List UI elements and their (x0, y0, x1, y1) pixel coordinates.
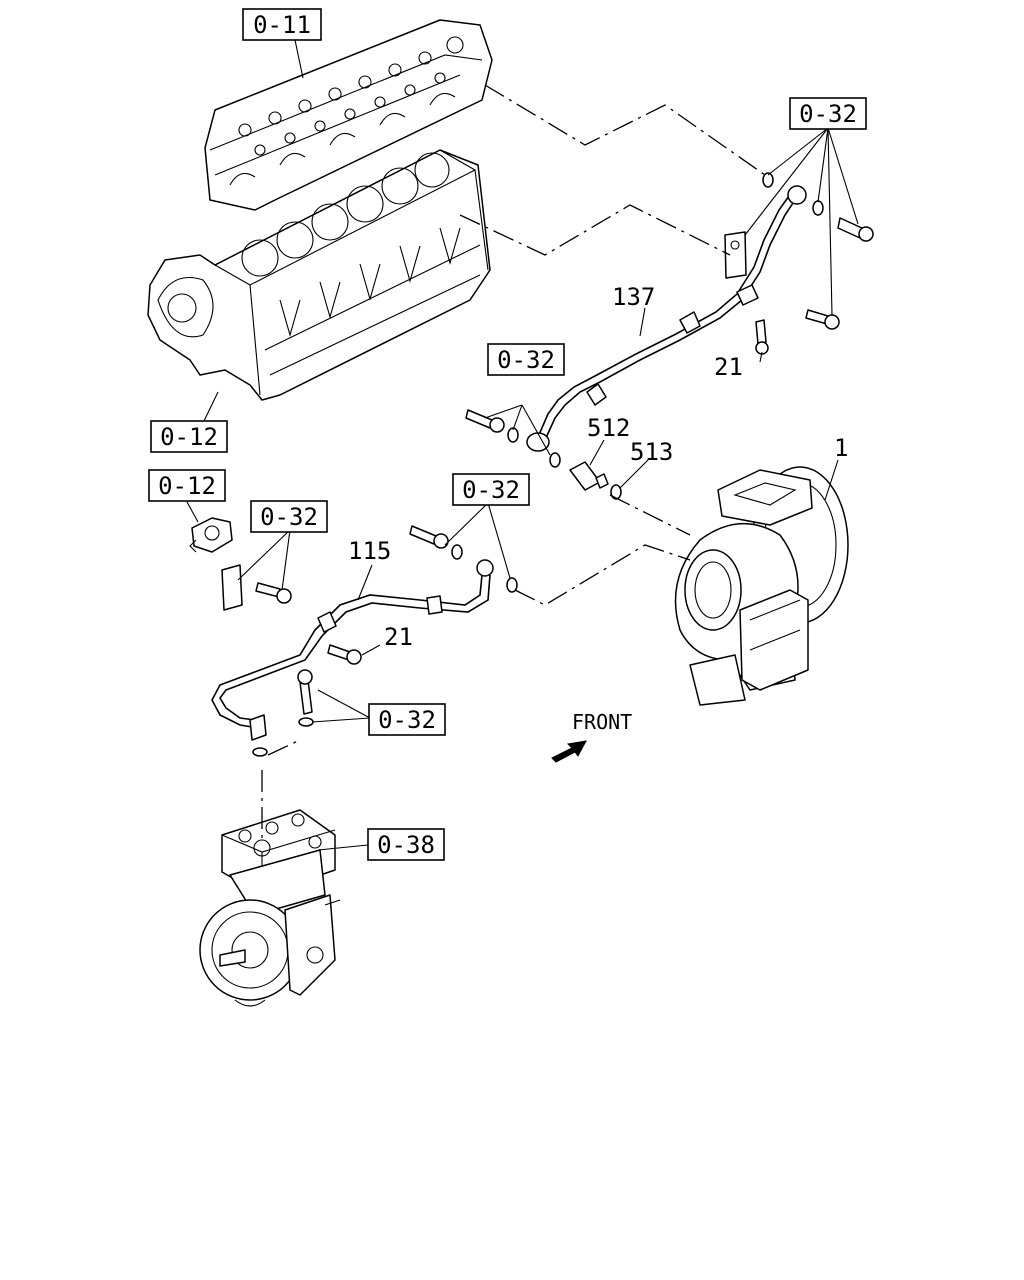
callout-0-12-block: 0-12 (150, 420, 228, 453)
turbocharger (674, 466, 849, 706)
part-number-513: 513 (630, 438, 673, 466)
svg-text:0-32: 0-32 (378, 706, 436, 734)
cylinder-head (204, 19, 493, 211)
svg-text:0-38: 0-38 (377, 831, 435, 859)
svg-text:0-32: 0-32 (497, 346, 555, 374)
bolts-washers (252, 172, 874, 757)
cylinder-block (147, 149, 491, 401)
callout-0-32-bottom: 0-32 (368, 703, 446, 736)
part-number-115: 115 (348, 537, 391, 565)
part-number-1: 1 (834, 434, 848, 462)
svg-text:0-11: 0-11 (253, 11, 311, 39)
svg-text:0-32: 0-32 (260, 503, 318, 531)
callout-0-32-mid: 0-32 (487, 343, 565, 376)
leader-lines (186, 39, 859, 851)
connector-512 (569, 461, 609, 491)
part-number-21-upper: 21 (714, 353, 743, 381)
svg-text:0-12: 0-12 (160, 423, 218, 451)
callout-0-38: 0-38 (367, 828, 445, 861)
callout-0-11: 0-11 (242, 8, 322, 41)
svg-text:0-12: 0-12 (158, 472, 216, 500)
svg-text:0-32: 0-32 (799, 100, 857, 128)
callout-0-32-top-right: 0-32 (789, 97, 867, 130)
front-label: FRONT (572, 710, 632, 734)
sensor-part (189, 517, 233, 553)
part-number-21-lower: 21 (384, 623, 413, 651)
oil-pipe-137 (526, 185, 807, 452)
air-compressor (199, 809, 341, 1007)
callout-0-32-bracket: 0-32 (250, 500, 328, 533)
callout-0-12-sensor: 0-12 (148, 469, 226, 502)
front-arrow-icon (551, 740, 587, 763)
part-number-512: 512 (587, 414, 630, 442)
part-number-137: 137 (612, 283, 655, 311)
washer-513 (610, 484, 622, 500)
oil-pipe-115 (211, 559, 494, 741)
svg-text:0-32: 0-32 (462, 476, 520, 504)
callout-0-32-lower-mid: 0-32 (452, 473, 530, 506)
guide-lines (261, 84, 766, 840)
